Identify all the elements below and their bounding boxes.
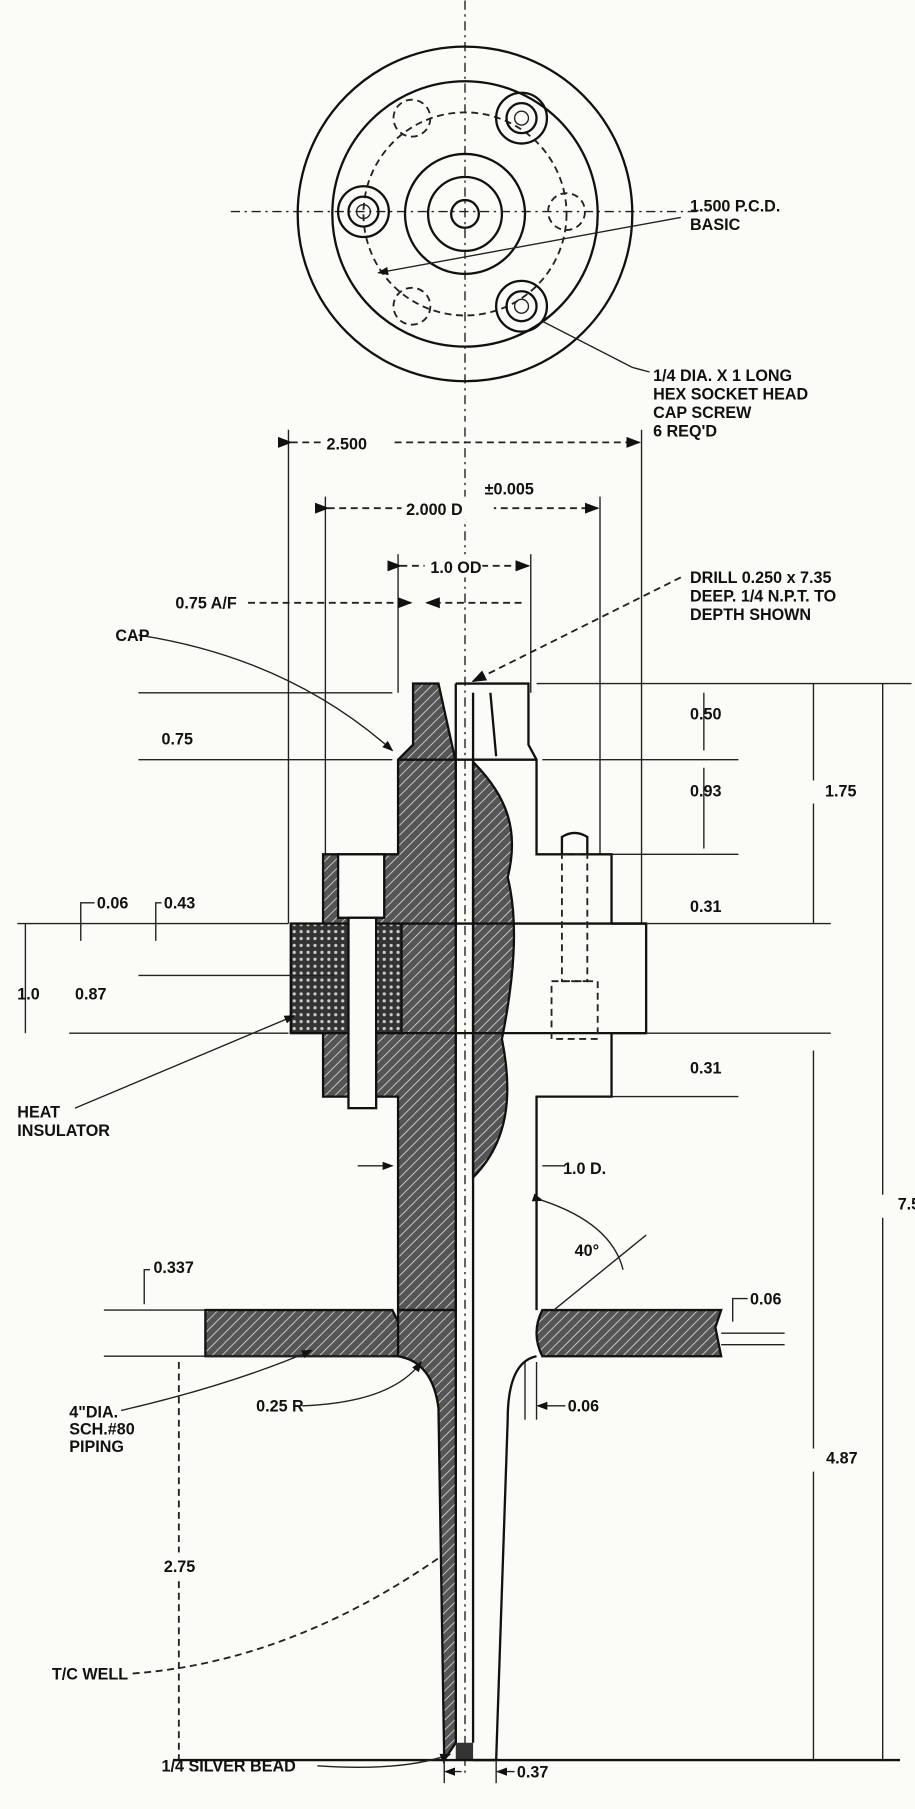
dim-across-flats: 0.75 A/F: [175, 595, 236, 613]
dim-050: 0.50: [690, 705, 721, 723]
heat-insulator-label: INSULATOR: [17, 1122, 110, 1140]
screw-spec: 6 REQ'D: [653, 423, 717, 441]
section-view: 2.500 2.000 D ±0.005 1.0 OD 0.75 A/F DRI…: [17, 427, 915, 1784]
cap-label: CAP: [115, 627, 149, 645]
screw-spec: HEX SOCKET HEAD: [653, 386, 808, 404]
screw-spec: CAP SCREW: [653, 404, 752, 422]
tc-well-label: T/C WELL: [52, 1665, 128, 1683]
dim-006-left: 0.06: [97, 895, 128, 913]
dim-tip-dia: 0.37: [517, 1763, 548, 1781]
cap-screw-heads: [336, 91, 586, 333]
screw-spec: 1/4 DIA. X 1 LONG: [653, 367, 792, 385]
dim-10: 1.0: [17, 986, 39, 1004]
drill-note: DEEP. 1/4 N.P.T. TO: [690, 588, 836, 606]
dim-043: 0.43: [164, 895, 195, 913]
silver-bead-label: 1/4 SILVER BEAD: [162, 1758, 296, 1776]
dim-angle: 40°: [575, 1242, 599, 1260]
dim-175: 1.75: [825, 783, 856, 801]
drill-note: DEPTH SHOWN: [690, 606, 811, 624]
dim-006-right: 0.06: [750, 1290, 781, 1308]
dim-006-gap: 0.06: [568, 1398, 599, 1416]
dim-stem-od: 1.0 D.: [563, 1160, 606, 1178]
pcd-label-basic: BASIC: [690, 216, 741, 234]
dim-cap-od: 1.0 OD: [430, 559, 481, 577]
dim-0337: 0.337: [153, 1259, 193, 1277]
dim-031-bottom: 0.31: [690, 1060, 721, 1078]
top-view: 1.500 P.C.D. BASIC 1/4 DIA. X 1 LONG HEX…: [230, 0, 808, 441]
dim-2000: 2.000 D: [406, 501, 463, 519]
dim-031-top: 0.31: [690, 898, 721, 916]
drill-note: DRILL 0.250 x 7.35: [690, 569, 831, 587]
piping-label: 4"DIA.: [69, 1403, 118, 1421]
pcd-label: 1.500 P.C.D.: [690, 198, 780, 216]
heat-insulator-label: HEAT: [17, 1103, 60, 1121]
piping-label: PIPING: [69, 1438, 124, 1456]
dim-total-length: 7.5: [898, 1196, 915, 1214]
dim-087: 0.87: [75, 986, 106, 1004]
piping-label: SCH.#80: [69, 1421, 135, 1439]
dim-cap-height: 0.75: [162, 731, 193, 749]
dim-2500: 2.500: [327, 435, 367, 453]
dim-487: 4.87: [826, 1450, 857, 1468]
dim-093: 0.93: [690, 783, 721, 801]
dim-radius: 0.25 R: [256, 1398, 304, 1416]
dim-275: 2.75: [164, 1558, 195, 1576]
tolerance: ±0.005: [485, 480, 534, 498]
